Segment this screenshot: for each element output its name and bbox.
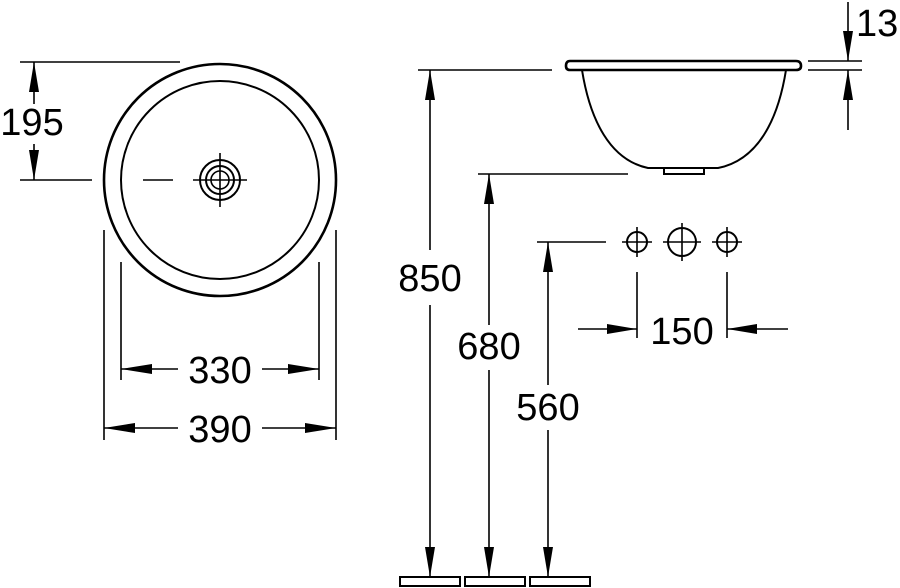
dimension-label-195: 195	[0, 102, 63, 144]
floor-line	[399, 576, 591, 587]
dimension-label-13: 13	[856, 3, 898, 45]
tap-hole-right-icon	[712, 227, 742, 257]
dimension-label-850: 850	[398, 258, 461, 300]
drain-outlet	[663, 167, 705, 175]
tap-hole-center-icon	[663, 223, 701, 261]
drain-icon	[193, 153, 247, 207]
dimension-150: 150	[578, 272, 788, 353]
tap-holes	[622, 223, 742, 261]
basin-inner-bowl	[120, 80, 320, 280]
dimension-390: 390	[103, 230, 337, 451]
dimension-850: 850	[398, 69, 552, 577]
tap-hole-left-icon	[622, 227, 652, 257]
dimension-560: 560	[516, 241, 606, 577]
dimension-13: 13	[808, 2, 898, 130]
basin-top-view	[102, 62, 338, 298]
dimension-680: 680	[457, 173, 628, 577]
basin-outer-rim	[102, 62, 338, 298]
dimension-label-390: 390	[188, 409, 251, 451]
dimension-label-560: 560	[516, 387, 579, 429]
dimension-195: 195	[0, 61, 180, 181]
basin-side-view	[564, 59, 803, 175]
dimension-330: 330	[120, 262, 320, 392]
dimension-label-330: 330	[188, 350, 251, 392]
dimension-label-150: 150	[650, 311, 713, 353]
dimension-label-680: 680	[457, 326, 520, 368]
